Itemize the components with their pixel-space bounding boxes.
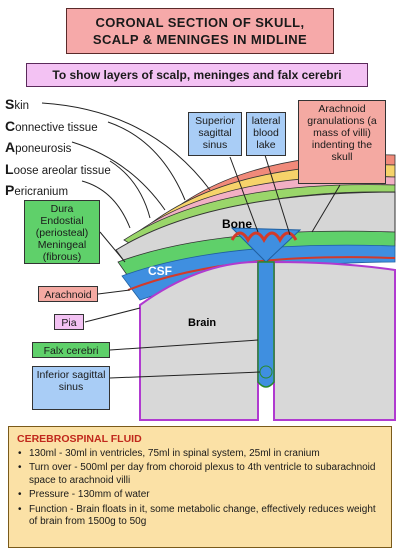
title-line-1: CORONAL SECTION OF SKULL, — [95, 15, 305, 30]
leader-inferior-sinus — [109, 371, 261, 379]
leader-arachnoid-granulations — [311, 184, 341, 233]
scalp-label-pericranium: Pericranium — [5, 182, 69, 198]
csf-facts-list: 130ml - 30ml in ventricles, 75ml in spin… — [17, 448, 383, 529]
leader-lateral-lake — [263, 151, 291, 236]
dura-line-3: (periosteal) — [35, 227, 89, 239]
scalp-label-aponeurosis: Aponeurosis — [5, 139, 72, 155]
pia-label: Pia — [54, 314, 84, 330]
dura-line-2: Endostial — [40, 215, 84, 227]
arachnoid-granulations — [230, 231, 298, 244]
leader-aponeurosis — [71, 141, 166, 211]
scalp-label-loose-areolar: Loose areolar tissue — [5, 160, 111, 177]
scalp-label-connective: Connective tissue — [5, 117, 98, 134]
csf-fact-pressure: Pressure - 130mm of water — [18, 489, 383, 502]
brain-label: Brain — [188, 317, 216, 329]
leader-arachnoid — [97, 289, 131, 295]
csf-fact-turnover: Turn over - 500ml per day from choroid p… — [18, 462, 383, 487]
csf-panel-heading: CEREBROSPINAL FLUID — [17, 433, 142, 445]
lateral-blood-lake-label: lateral blood lake — [246, 112, 286, 156]
superior-sagittal-sinus-label: Superior sagittal sinus — [188, 112, 242, 156]
dura-line-5: (fibrous) — [42, 251, 82, 263]
csf-fact-function: Function - Brain floats in it, some meta… — [18, 504, 383, 529]
leader-pia — [84, 307, 141, 323]
scalp-layer-list: Skin Connective tissue Aponeurosis Loose… — [5, 95, 111, 203]
falx-cerebri-label: Falx cerebri — [32, 342, 110, 358]
arachnoid-granulations-label: Arachnoid granulations (a mass of villi)… — [298, 100, 386, 184]
leader-connective — [107, 121, 186, 201]
csf-label: CSF — [148, 264, 172, 278]
dura-line-1: Dura — [50, 203, 74, 215]
leader-skin — [41, 102, 211, 191]
scalp-label-skin: Skin — [5, 96, 30, 112]
leader-falx — [109, 339, 259, 351]
dura-label: Dura Endostial (periosteal) Meningeal (f… — [24, 200, 100, 264]
inferior-sagittal-sinus-label: Inferior sagittal sinus — [32, 366, 110, 410]
diagram-title: CORONAL SECTION OF SKULL, SCALP & MENING… — [66, 8, 334, 54]
falx-cerebri — [257, 261, 275, 388]
leader-loose-areolar — [109, 160, 151, 219]
diagram-subtitle: To show layers of scalp, meninges and fa… — [26, 63, 368, 87]
title-line-2: SCALP & MENINGES IN MIDLINE — [92, 32, 308, 47]
brain-right-hemisphere — [273, 260, 396, 421]
arachnoid-label: Arachnoid — [38, 286, 98, 302]
leader-superior-sinus — [229, 156, 259, 233]
bone-label: Bone — [222, 217, 252, 231]
leader-pericranium — [81, 180, 131, 229]
inferior-sagittal-sinus — [259, 365, 273, 379]
csf-fact-volume: 130ml - 30ml in ventricles, 75ml in spin… — [18, 448, 383, 461]
dura-line-4: Meningeal — [37, 239, 87, 251]
csf-info-panel: CEREBROSPINAL FLUID 130ml - 30ml in vent… — [8, 426, 392, 548]
leader-dura — [99, 231, 126, 263]
